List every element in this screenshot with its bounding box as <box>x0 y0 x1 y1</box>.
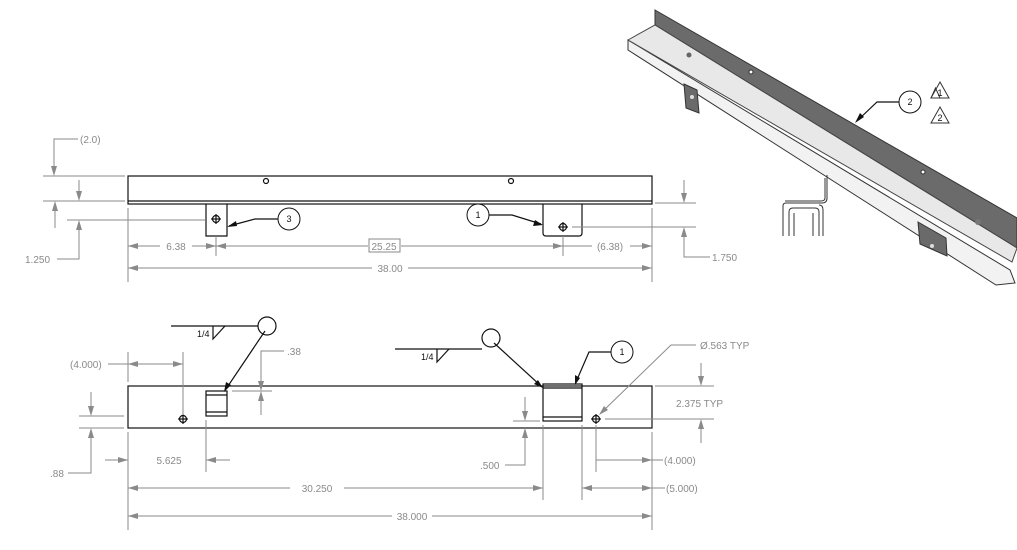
hole-callout: Ø.563 TYP <box>599 341 750 415</box>
balloon-number: 2 <box>907 97 912 107</box>
dim-text: (6.38) <box>597 242 623 253</box>
balloon-number: 1 <box>619 347 624 357</box>
dim-text: 1.750 <box>712 253 737 264</box>
balloon-1-bottom: 1 <box>575 340 634 385</box>
dim-hole-edge: .88 <box>50 392 124 480</box>
bottom-view: 1/4 1/4 1 Ø.563 TYP .38 <box>50 316 750 530</box>
weld-symbol-left: 1/4 <box>171 316 277 392</box>
dim-text: (5.000) <box>666 484 698 495</box>
revision-number: 2 <box>937 113 942 123</box>
dim-text: (2.0) <box>80 135 101 146</box>
crosshair-hole-icon <box>178 414 188 424</box>
dim-left-tab-hole: 1.250 <box>25 201 205 266</box>
balloon-3: 3 <box>227 207 301 231</box>
dim-weld-offset: .38 <box>232 347 301 415</box>
dim-block-distance: 30.250 <box>128 484 543 495</box>
dim-right-offset: (6.38) <box>563 242 652 253</box>
dim-text: (4.000) <box>70 360 102 371</box>
balloon-number: 1 <box>475 210 480 220</box>
right-weld-block <box>542 383 583 422</box>
dim-text: 1.250 <box>25 255 50 266</box>
crosshair-hole-icon <box>591 414 601 424</box>
rail-hole <box>262 177 270 185</box>
dim-text: Ø.563 TYP <box>700 341 750 352</box>
dim-block-edge: .500 <box>480 397 540 472</box>
dim-left-offset: 6.38 <box>128 242 216 253</box>
dim-text: .500 <box>480 461 500 472</box>
revision-flag-1: 1 <box>930 80 950 99</box>
dim-right-hole: (4.000) <box>596 456 696 467</box>
tab-detail-sketch <box>782 175 828 236</box>
dim-overall-length: 38.00 <box>128 264 652 275</box>
dim-overall-length-bottom: 38.000 <box>128 512 652 523</box>
rail-outline <box>127 175 653 205</box>
dim-right-block: (5.000) <box>582 484 698 495</box>
dim-text: 30.250 <box>302 484 333 495</box>
dim-right-tab-hole: 1.750 <box>572 180 737 264</box>
crosshair-hole-icon <box>558 222 568 232</box>
balloon-number: 3 <box>286 214 291 224</box>
dim-block-position: 5.625 <box>105 456 230 467</box>
dim-flange-height: (2.0) <box>43 135 125 202</box>
revision-number: 1 <box>937 88 942 98</box>
balloon-2: 2 <box>855 90 922 123</box>
rail-outline <box>127 385 653 429</box>
crosshair-hole-icon <box>211 214 221 224</box>
dim-hole-spacing: 2.375 TYP <box>605 363 723 443</box>
dim-tab-spacing: 25.25 <box>216 238 563 253</box>
top-view: 3 1 (2.0) 1.250 6.38 <box>25 135 737 282</box>
dim-text: 5.625 <box>156 456 181 467</box>
weld-symbol-right: 1/4 <box>395 328 543 388</box>
left-weld-block <box>205 390 228 417</box>
dim-text: .38 <box>287 347 301 358</box>
isometric-view: 2 1 2 <box>626 9 1017 286</box>
dim-text: 38.000 <box>397 512 428 523</box>
dim-text: 2.375 TYP <box>676 399 723 410</box>
dim-text: 25.25 <box>371 242 396 253</box>
dim-text: 38.00 <box>377 264 402 275</box>
dim-text: (4.000) <box>664 456 696 467</box>
weld-size: 1/4 <box>421 352 434 362</box>
dim-text: .88 <box>50 469 64 480</box>
balloon-1-top: 1 <box>466 203 543 227</box>
weld-size: 1/4 <box>197 329 210 339</box>
dim-text: 6.38 <box>166 242 186 253</box>
revision-flag-2: 2 <box>930 105 950 124</box>
dim-left-hole: (4.000) <box>70 352 184 415</box>
rail-hole <box>507 177 515 185</box>
